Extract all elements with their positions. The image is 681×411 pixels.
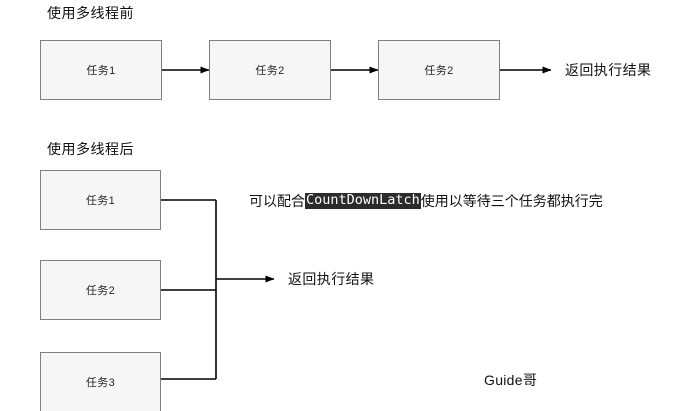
before-task-box-2: 任务2 [209,40,331,100]
countdownlatch-code-chip: CountDownLatch [305,192,421,209]
before-result-text: 返回执行结果 [565,62,652,78]
before-task-label-3: 任务2 [424,65,454,77]
note-suffix: 使用以等待三个任务都执行完 [420,192,603,209]
after-task-box-1: 任务1 [40,170,161,230]
before-task-label-1: 任务1 [86,65,116,77]
before-task-box-1: 任务1 [40,40,162,100]
section-title-before: 使用多线程前 [47,5,134,21]
after-task-label-2: 任务2 [85,285,116,297]
after-task-box-3: 任务3 [40,352,161,411]
after-result-text: 返回执行结果 [288,271,375,287]
after-task-box-2: 任务2 [40,260,161,320]
after-task-label-1: 任务1 [85,195,116,207]
before-task-label-2: 任务2 [255,65,285,77]
note-prefix: 可以配合 [249,192,305,209]
after-task-label-3: 任务3 [85,377,116,389]
section-title-after: 使用多线程后 [47,141,134,157]
author-watermark: Guide哥 [484,372,538,388]
before-task-box-3: 任务2 [378,40,500,100]
